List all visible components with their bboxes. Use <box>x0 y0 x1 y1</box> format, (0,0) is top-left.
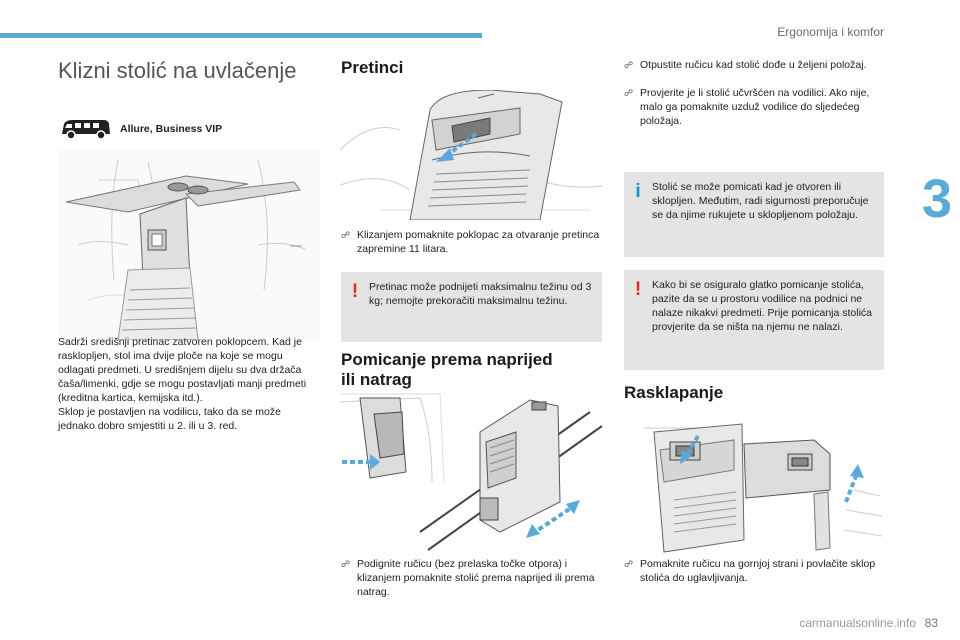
warning-icon: ! <box>351 281 359 302</box>
check-bullet: ☍ Provjerite je li stolić učvršćen na vo… <box>624 86 884 128</box>
pretinci-bullet: ☍ Klizanjem pomaknite poklopac za otvara… <box>341 228 603 256</box>
move-heading: Pomicanje prema naprijed ili natrag <box>341 350 553 389</box>
info-icon: i <box>635 181 641 202</box>
release-bullet-text: Otpustite ručicu kad stolić dođe u želje… <box>640 59 867 71</box>
description-text: Sadrži središnji pretinac zatvoren poklo… <box>58 336 307 404</box>
intro-paragraph: Sadrži središnji pretinac zatvoren poklo… <box>58 335 318 433</box>
storage-illustration <box>340 90 602 220</box>
header-accent-bar <box>0 33 482 38</box>
unfold-bullet: ☍ Pomaknite ručicu na gornjoj strani i p… <box>624 557 886 585</box>
pretinci-heading: Pretinci <box>341 58 404 77</box>
unfold-bullet-text: Pomaknite ručicu na gornjoj strani i pov… <box>640 558 876 584</box>
rail-warning-note: ! Kako bi se osiguralo glatko pomicanje … <box>624 270 884 370</box>
bullet-icon: ☍ <box>341 559 351 569</box>
pretinci-bullet-text: Klizanjem pomaknite poklopac za otvaranj… <box>357 229 600 255</box>
bullet-icon: ☍ <box>624 88 634 98</box>
release-bullet: ☍ Otpustite ručicu kad stolić dođe u žel… <box>624 58 884 72</box>
check-bullet-text: Provjerite je li stolić učvršćen na vodi… <box>640 87 870 127</box>
info-note-text: Stolić se može pomicati kad je otvoren i… <box>652 181 869 221</box>
version-row: Allure, Business VIP <box>58 116 222 142</box>
table-illustration <box>58 150 320 340</box>
move-bullet: ☍ Podignite ručicu (bez prelaska točke o… <box>341 557 603 599</box>
page-title: Klizni stolić na uvlačenje <box>58 58 297 83</box>
van-icon <box>62 120 110 140</box>
move-bullet-text: Podignite ručicu (bez prelaska točke otp… <box>357 558 595 598</box>
rail-warning-text: Kako bi se osiguralo glatko pomicanje st… <box>652 279 873 333</box>
chapter-number: 3 <box>921 169 952 229</box>
bullet-icon: ☍ <box>341 230 351 240</box>
bullet-icon: ☍ <box>624 60 634 70</box>
storage-warning-text: Pretinac može podnijeti maksimalnu težin… <box>369 281 592 307</box>
bullet-icon: ☍ <box>624 559 634 569</box>
warning-icon: ! <box>634 279 642 300</box>
watermark: carmanualsonline.info <box>799 616 916 630</box>
section-label: Ergonomija i komfor <box>777 25 884 39</box>
unfold-illustration <box>644 423 883 553</box>
description-text-2: Sklop je postavljen na vodilicu, tako da… <box>58 406 281 432</box>
sliding-illustration <box>340 393 603 551</box>
unfold-heading: Rasklapanje <box>624 383 724 402</box>
info-note: i Stolić se može pomicati kad je otvoren… <box>624 172 884 257</box>
storage-warning-note: ! Pretinac može podnijeti maksimalnu tež… <box>341 272 602 342</box>
page-number: 83 <box>924 616 938 630</box>
